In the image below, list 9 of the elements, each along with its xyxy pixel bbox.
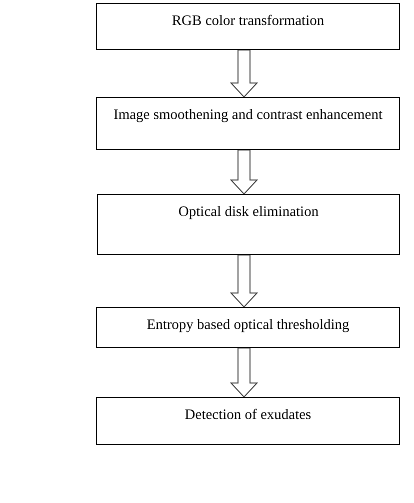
process-box: Image smoothening and contrast enhancement (96, 97, 400, 150)
hollow-arrow (230, 254, 258, 308)
process-box: RGB color transformation (96, 3, 400, 50)
hollow-arrow (230, 348, 258, 398)
process-box: Detection of exudates (96, 397, 400, 445)
hollow-arrow (230, 150, 258, 195)
process-box: Optical disk elimination (97, 194, 400, 255)
hollow-arrow (230, 50, 258, 98)
process-box: Entropy based optical thresholding (96, 307, 400, 348)
